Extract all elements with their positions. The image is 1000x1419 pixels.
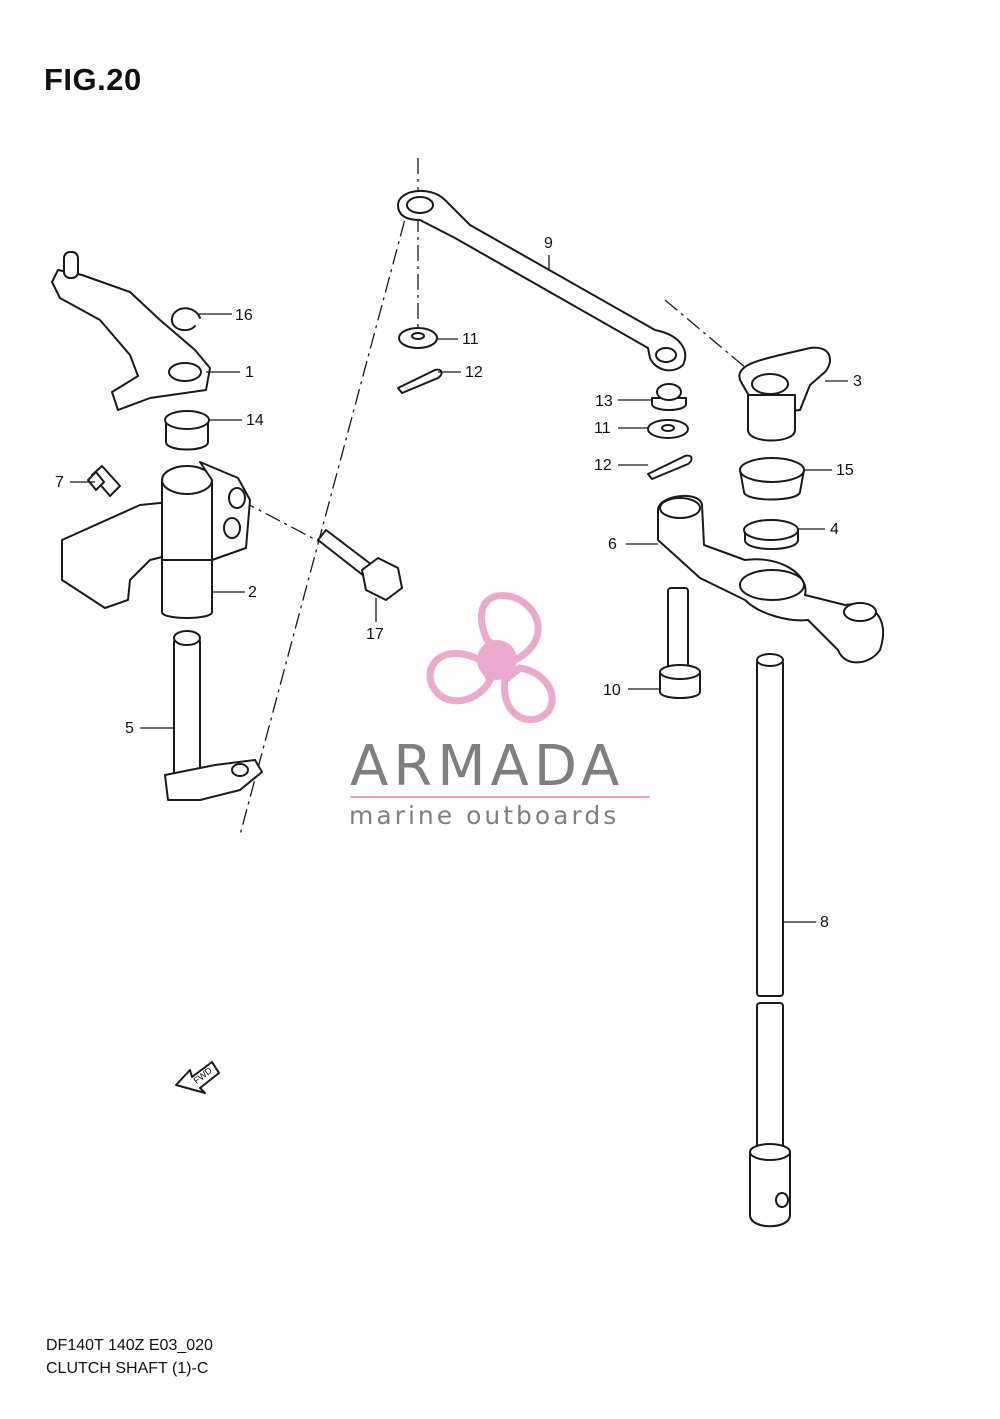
model-code: DF140T 140Z E03_020 bbox=[46, 1337, 213, 1354]
callout-14: 14 bbox=[246, 412, 264, 429]
part-13-bushing bbox=[651, 383, 687, 411]
callout-3: 3 bbox=[853, 373, 862, 390]
part-6-bracket bbox=[657, 494, 885, 664]
callout-10: 10 bbox=[603, 682, 621, 699]
part-17-bolt bbox=[317, 529, 403, 601]
callout-4: 4 bbox=[830, 521, 839, 538]
figure-title: FIG.20 bbox=[44, 62, 142, 97]
fwd-arrow-icon: FWD bbox=[175, 1061, 220, 1094]
callout-6: 6 bbox=[608, 536, 617, 553]
part-12-cotter-pin-top bbox=[397, 368, 443, 394]
callout-5: 5 bbox=[125, 720, 134, 737]
part-14-bushing bbox=[164, 410, 210, 451]
part-4-ring bbox=[743, 519, 799, 550]
part-3-shift-lever bbox=[738, 346, 831, 442]
part-1-shift-lever bbox=[51, 251, 211, 411]
callout-2: 2 bbox=[248, 584, 257, 601]
part-10-bolt bbox=[659, 587, 701, 699]
watermark-tagline: marine outboards bbox=[349, 801, 619, 830]
callout-9: 9 bbox=[544, 235, 553, 252]
watermark-brand: ARMADA bbox=[350, 734, 624, 799]
callout-12-top: 12 bbox=[465, 364, 483, 381]
callout-12-mid: 12 bbox=[594, 457, 612, 474]
callout-13: 13 bbox=[595, 393, 613, 410]
part-11-washer-top bbox=[398, 327, 438, 349]
part-8-clutch-shaft bbox=[749, 653, 791, 1228]
callout-16: 16 bbox=[235, 307, 253, 324]
callout-leaders bbox=[70, 255, 848, 923]
callout-17: 17 bbox=[366, 626, 384, 643]
part-11-washer-mid bbox=[647, 419, 689, 439]
figure-caption: CLUTCH SHAFT (1)-C bbox=[46, 1360, 209, 1377]
figure-footer: DF140T 140Z E03_020 CLUTCH SHAFT (1)-C bbox=[46, 1334, 213, 1380]
part-15-bushing bbox=[739, 457, 805, 501]
part-12-cotter-pin-mid bbox=[647, 454, 693, 480]
part-7-grease-nipple bbox=[87, 465, 121, 497]
part-5-clutch-rod bbox=[164, 630, 263, 801]
callout-1: 1 bbox=[245, 364, 254, 381]
callout-7: 7 bbox=[55, 474, 64, 491]
assembly-line-left bbox=[239, 192, 413, 836]
callout-11-top: 11 bbox=[462, 331, 479, 348]
armada-propeller-logo bbox=[426, 592, 556, 724]
assembly-line-right bbox=[664, 299, 747, 369]
callout-11-mid: 11 bbox=[594, 420, 611, 437]
callout-15: 15 bbox=[836, 462, 854, 479]
callout-8: 8 bbox=[820, 914, 829, 931]
part-2-clutch-housing bbox=[61, 461, 251, 619]
part-9-link-rod bbox=[397, 189, 687, 372]
part-16-e-ring bbox=[170, 307, 201, 332]
assembly-line-bolt bbox=[239, 499, 321, 543]
